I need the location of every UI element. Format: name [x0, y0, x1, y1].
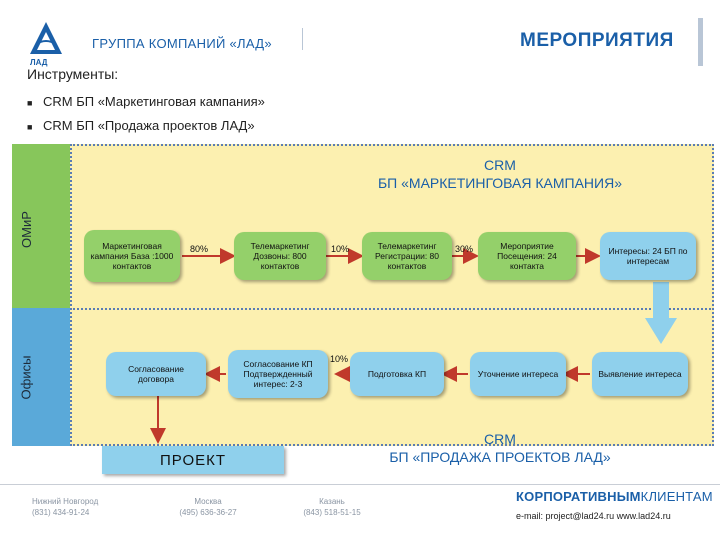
percent-label: 80% [190, 244, 209, 254]
footer-office: Москва (495) 636-36-27 [148, 496, 268, 518]
node-event-visits: Мероприятие Посещения: 24 контакта [478, 232, 576, 280]
node-interest-identification: Выявление интереса [592, 352, 688, 396]
footer-office: Казань (843) 518-51-15 [272, 496, 392, 518]
crm-sales-line1: CRM [484, 431, 516, 447]
footer-city: Казань [319, 497, 345, 506]
company-name: ГРУППА КОМПАНИЙ «ЛАД» [92, 36, 272, 51]
node-proposal-approval: Согласование КП Подтвержденный интерес: … [228, 350, 328, 398]
crm-sales-line2: БП «ПРОДАЖА ПРОЕКТОВ ЛАД» [389, 449, 611, 465]
node-telemarketing-calls: Телемаркетинг Дозвоны: 800 контактов [234, 232, 326, 280]
crm-sales-title: CRM БП «ПРОДАЖА ПРОЕКТОВ ЛАД» [350, 430, 650, 466]
percent-label: 30% [455, 244, 474, 254]
tool-label: CRM БП «Маркетинговая кампания» [43, 94, 265, 109]
footer-city: Нижний Новгород [32, 497, 99, 506]
swimlane-offices-label: Офисы [18, 355, 34, 400]
percent-label: 10% [330, 354, 349, 364]
bullet-icon: ■ [27, 121, 33, 132]
company-logo-icon [30, 22, 62, 54]
percent-label: 10% [331, 244, 350, 254]
footer-office: Нижний Новгород (831) 434-91-24 [32, 496, 98, 518]
swimlane-labels: ОМиР Офисы [12, 144, 70, 446]
tools-heading: Инструменты: [27, 66, 119, 82]
footer-phone: (831) 434-91-24 [32, 508, 90, 517]
node-interest-clarification: Уточнение интереса [470, 352, 566, 396]
footer-city: Москва [194, 497, 222, 506]
tool-label: CRM БП «Продажа проектов ЛАД» [43, 118, 255, 133]
footer-phone: (495) 636-36-27 [179, 508, 237, 517]
header-accent-bar [698, 18, 703, 66]
corporate-clients-banner: КОРПОРАТИВНЫМКЛИЕНТАМ [516, 489, 713, 504]
node-proposal-preparation: Подготовка КП [350, 352, 444, 396]
swimlane-offices: Офисы [12, 308, 70, 446]
crm-marketing-title: CRM БП «МАРКЕТИНГОВАЯ КАМПАНИЯ» [350, 156, 650, 192]
bullet-icon: ■ [27, 97, 33, 108]
node-contract-approval: Согласование договора [106, 352, 206, 396]
swimlane-omir: ОМиР [12, 144, 70, 308]
project-box: ПРОЕКТ [102, 446, 284, 474]
node-interests: Интересы: 24 БП по интересам [600, 232, 696, 280]
tool-item: ■ CRM БП «Продажа проектов ЛАД» [27, 118, 255, 133]
node-marketing-campaign: Маркетинговая кампания База :1000 контак… [84, 230, 180, 282]
node-telemarketing-registrations: Телемаркетинг Регистрации: 80 контактов [362, 232, 452, 280]
header-separator [302, 28, 303, 50]
corp-thin: КЛИЕНТАМ [640, 489, 713, 504]
page-title: МЕРОПРИЯТИЯ [520, 30, 674, 51]
contact-email[interactable]: e-mail: project@lad24.ru www.lad24.ru [516, 511, 671, 521]
logo-text: ЛАД [30, 58, 48, 67]
corp-bold: КОРПОРАТИВНЫМ [516, 489, 641, 504]
crm-marketing-line2: БП «МАРКЕТИНГОВАЯ КАМПАНИЯ» [377, 175, 622, 191]
footer-divider [0, 484, 720, 485]
swimlane-divider [70, 308, 714, 310]
swimlane-omir-label: ОМиР [18, 211, 34, 248]
footer-phone: (843) 518-51-15 [303, 508, 361, 517]
tool-item: ■ CRM БП «Маркетинговая кампания» [27, 94, 265, 109]
crm-marketing-line1: CRM [484, 157, 516, 173]
